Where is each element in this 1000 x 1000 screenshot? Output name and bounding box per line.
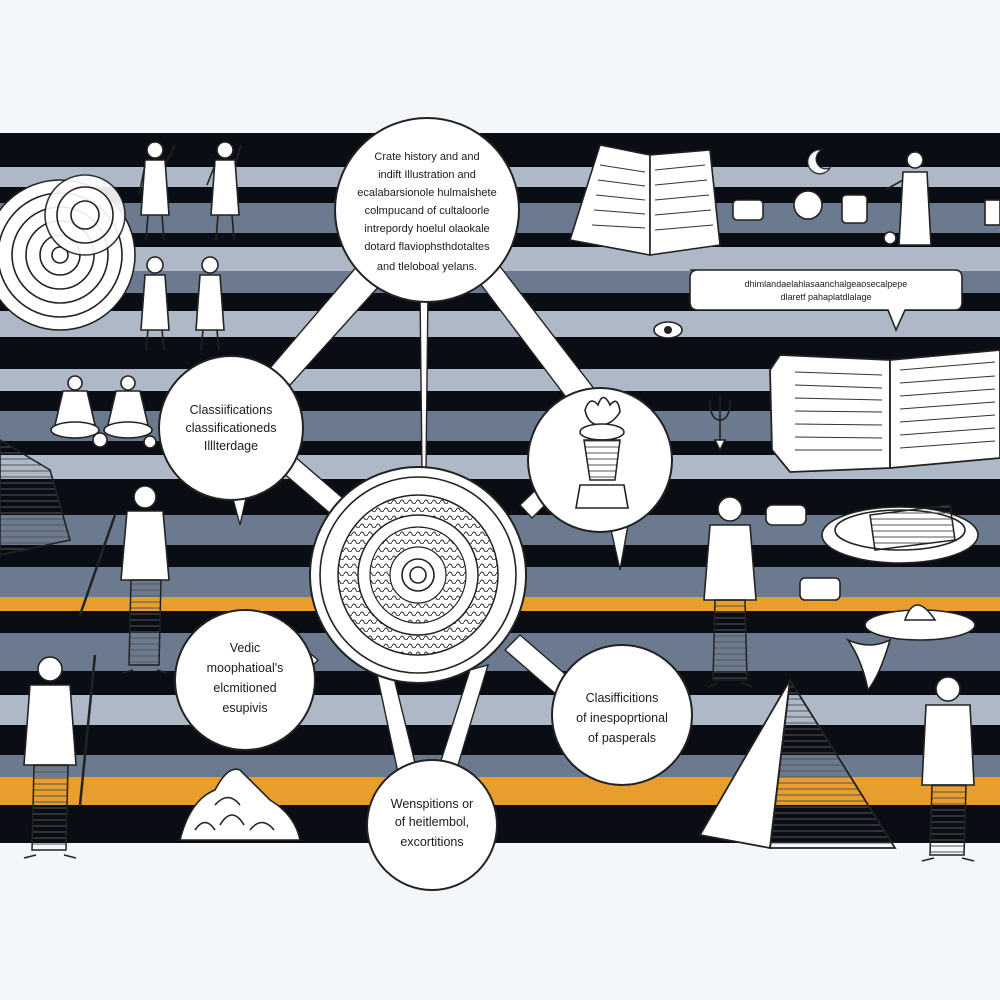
figure-with-staff [23, 485, 170, 859]
node-top-line-7: and tleloboal yelans. [377, 261, 477, 273]
node-top-line-6: dotard flaviophsthdotaltes [364, 241, 490, 253]
node-bottom: Wenspitions or of heitlembol, excortitio… [366, 759, 498, 891]
calendar-wheel-icon [319, 476, 517, 674]
pyramid-icon [698, 677, 897, 850]
node-bottom-line-3: excortitions [400, 835, 463, 849]
node-lower-left: Vedic moophatioal's elcmitioned esupivis [174, 609, 316, 751]
node-lower-right: Clasifficitions of inespoprtional of pas… [551, 644, 693, 786]
speech-bubble-line-2: dlaretf pahaplatdlalage [780, 292, 871, 302]
node-bottom-line-1: Wenspitions or [391, 797, 473, 811]
lotus-pile-icon [178, 768, 301, 841]
spiral-disc-icon [0, 174, 136, 331]
node-left-line-3: Illlterdage [204, 439, 258, 453]
speech-bubble: dhimlandaelahlasaanchalgeaosecalpepe dla… [689, 269, 963, 333]
speech-bubble-line-1b: dhimlandaelahlasaanchalgeaosecalpepe [745, 279, 908, 289]
stepped-scroll-icon [0, 439, 72, 556]
plate-with-book-icon [821, 504, 979, 564]
open-book-icon [568, 144, 721, 256]
node-bottom-line-2: of heitlembol, [395, 815, 469, 829]
node-lower-left-line-1: Vedic [230, 641, 261, 655]
trident-icon [709, 395, 731, 452]
node-left-line-1: Classiifications [190, 403, 273, 417]
node-top-line-4: colmpucand of cultaloorle [365, 205, 490, 217]
small-objects-right [765, 504, 976, 692]
figure-bottom-right [921, 676, 975, 862]
figure-praying [703, 496, 757, 688]
node-top-line-1: Crate history and and [374, 151, 479, 163]
flame-vessel-icon [575, 396, 629, 509]
seated-figures [50, 375, 157, 449]
node-center [309, 466, 527, 684]
small-relics [732, 190, 1000, 245]
node-top-line-3: ecalabarsionole hulmalshete [357, 187, 496, 199]
figure-top-right [884, 151, 932, 246]
node-top-line-5: intrepordy hoelul olaokale [364, 223, 489, 235]
node-lower-right-line-1: Clasifficitions [586, 691, 659, 705]
moon-icon [807, 149, 832, 175]
node-lower-left-line-2: moophatioal's [207, 661, 284, 675]
figure-group-top-left [138, 141, 242, 351]
node-lower-right-line-2: of inespoprtional [576, 711, 668, 725]
node-left-line-2: classificationeds [185, 421, 276, 435]
node-top: Crate history and and indift Illustratio… [334, 117, 520, 303]
eye-icon [653, 321, 683, 339]
manuscript-book-icon [769, 349, 1000, 473]
node-top-line-2: indift Illustration and [378, 169, 476, 181]
node-lower-left-line-3: elcmitioned [213, 681, 276, 695]
node-right [527, 387, 673, 533]
node-lower-left-line-4: esupivis [222, 701, 267, 715]
node-left: Classiifications classificationeds Illlt… [158, 355, 304, 501]
node-lower-right-line-3: of pasperals [588, 731, 656, 745]
